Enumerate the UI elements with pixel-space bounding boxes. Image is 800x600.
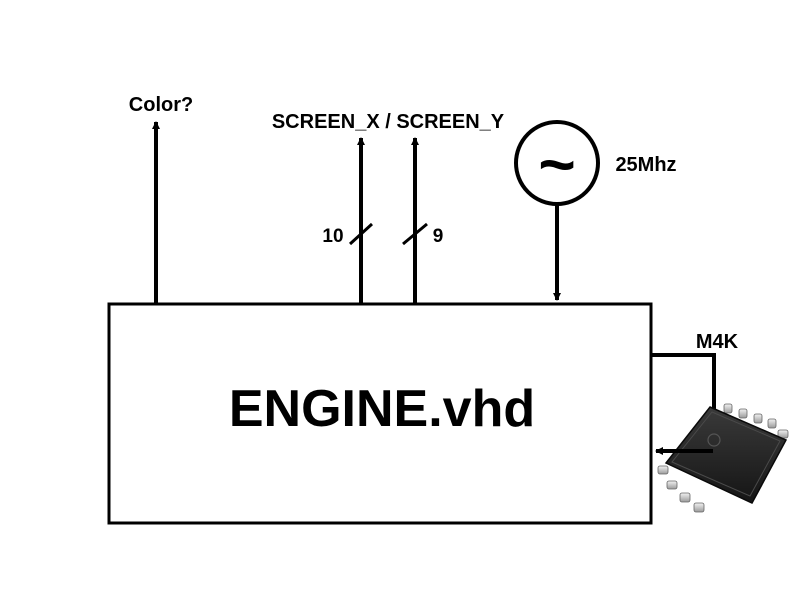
screen-y-bus-slash <box>402 222 428 246</box>
screen-x-width-label: 10 <box>322 226 343 247</box>
memory-chip-icon <box>657 403 789 513</box>
color-label: Color? <box>129 94 193 116</box>
screen-y-width-label: 9 <box>433 226 444 247</box>
screen-label: SCREEN_X / SCREEN_Y <box>272 111 505 133</box>
memory-label: M4K <box>696 331 739 353</box>
engine-label: ENGINE.vhd <box>229 380 535 438</box>
clock-frequency-label: 25Mhz <box>615 154 676 176</box>
memory-output-line <box>651 353 718 424</box>
screen-x-bus-slash <box>348 222 374 246</box>
clock-wave-icon: ~ <box>538 128 575 200</box>
engine-block <box>107 302 653 525</box>
